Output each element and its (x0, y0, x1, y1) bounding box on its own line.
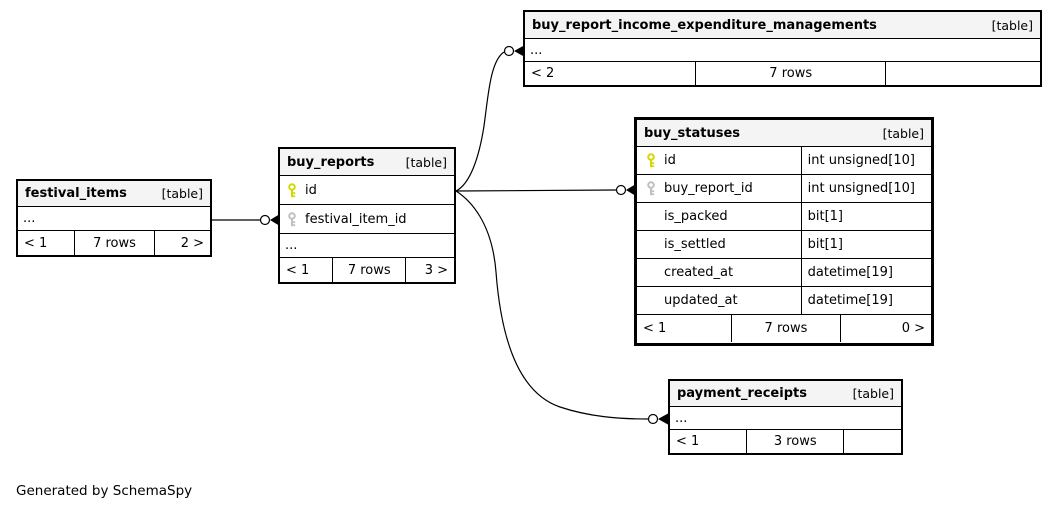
footer-children-cell (885, 62, 1040, 85)
column-name: id (305, 182, 317, 198)
more-columns-label: ... (23, 211, 36, 226)
footer-children-cell: 0 > (839, 315, 931, 342)
column-type: bit[1] (807, 237, 844, 252)
generated-by-note: Generated by SchemaSpy (16, 483, 193, 499)
table-name[interactable]: buy_report_income_expenditure_management… (532, 17, 877, 33)
footer-children-cell (843, 430, 901, 453)
table-footer: < 1 7 rows 2 > (18, 231, 210, 255)
footer-rowcount-cell: 3 rows (746, 430, 843, 453)
relationship-edge-festival-items-buy-reports (212, 214, 279, 226)
cardinality-circle-marker (615, 184, 627, 196)
more-columns-row: ... (525, 39, 1040, 62)
cardinality-arrow-marker (658, 413, 668, 425)
footer-children-cell: 2 > (154, 231, 210, 255)
footer-rowcount-cell: 7 rows (731, 315, 840, 342)
footer-parents-cell: < 2 (531, 66, 555, 81)
table-payment-receipts[interactable]: payment_receipts [table] ... < 1 3 rows (668, 379, 903, 455)
column-row-is-settled: is_settled bit[1] (637, 231, 931, 259)
cardinality-circle-marker (647, 413, 659, 425)
column-name: buy_report_id (664, 181, 753, 196)
table-header: festival_items [table] (18, 181, 210, 207)
table-footer: < 1 7 rows 3 > (280, 258, 454, 282)
more-columns-label: ... (285, 238, 298, 253)
footer-parents-cell: < 1 (643, 321, 667, 336)
column-row-id: id (280, 176, 454, 205)
table-buy-statuses[interactable]: buy_statuses [table] id int unsigned[10] (634, 117, 934, 346)
column-name: id (664, 153, 676, 168)
table-footer: < 2 7 rows (525, 62, 1040, 85)
column-name: is_settled (664, 237, 726, 252)
table-type-badge: [table] (852, 386, 894, 401)
column-type: datetime[19] (807, 265, 893, 280)
table-header: payment_receipts [table] (670, 381, 901, 407)
more-columns-row: ... (280, 234, 454, 258)
table-buy-reports[interactable]: buy_reports [table] id (278, 147, 456, 284)
cardinality-circle-marker (503, 45, 515, 57)
footer-parents-cell: < 1 (676, 434, 700, 449)
column-row-id: id int unsigned[10] (637, 147, 931, 175)
table-header: buy_statuses [table] (637, 120, 931, 147)
footer-rowcount-cell: 7 rows (73, 231, 155, 255)
footer-parents-cell: < 1 (286, 262, 310, 278)
table-footer: < 1 7 rows 0 > (637, 315, 931, 342)
column-type: datetime[19] (807, 293, 893, 308)
relationship-edge-buy-reports-buy-statuses (455, 184, 635, 196)
table-footer: < 1 3 rows (670, 430, 901, 453)
more-columns-label: ... (530, 42, 543, 58)
table-type-badge: [table] (405, 154, 447, 170)
table-name[interactable]: buy_reports (287, 154, 375, 170)
table-name[interactable]: festival_items (25, 186, 127, 201)
more-columns-label: ... (675, 410, 688, 426)
footer-rowcount-cell: 7 rows (694, 62, 886, 85)
column-row-is-packed: is_packed bit[1] (637, 203, 931, 231)
primary-key-icon (286, 182, 298, 198)
table-type-badge: [table] (161, 186, 203, 201)
column-type: bit[1] (807, 209, 844, 224)
more-columns-row: ... (18, 207, 210, 231)
relationship-edge-buy-reports-birem (455, 45, 524, 192)
table-festival-items[interactable]: festival_items [table] ... < 1 7 rows 2 … (16, 179, 212, 257)
foreign-key-icon (286, 211, 298, 227)
footer-children-cell: 3 > (405, 258, 454, 282)
table-type-badge: [table] (882, 125, 924, 141)
column-row-created-at: created_at datetime[19] (637, 259, 931, 287)
table-buy-report-income-expenditure-managements[interactable]: buy_report_income_expenditure_management… (523, 10, 1042, 87)
table-type-badge: [table] (991, 17, 1033, 33)
cardinality-circle-marker (259, 214, 271, 226)
footer-rowcount-cell: 7 rows (332, 258, 405, 282)
more-columns-row: ... (670, 407, 901, 430)
column-name: created_at (664, 265, 734, 280)
column-row-festival-item-id: festival_item_id (280, 205, 454, 234)
table-header: buy_report_income_expenditure_management… (525, 12, 1040, 39)
column-type: int unsigned[10] (807, 153, 915, 168)
table-name[interactable]: buy_statuses (644, 125, 741, 141)
foreign-key-icon (645, 181, 657, 196)
column-row-buy-report-id: buy_report_id int unsigned[10] (637, 175, 931, 203)
column-type: int unsigned[10] (807, 181, 915, 196)
table-header: buy_reports [table] (280, 149, 454, 176)
column-row-updated-at: updated_at datetime[19] (637, 287, 931, 315)
table-name[interactable]: payment_receipts (677, 386, 807, 401)
primary-key-icon (645, 153, 657, 168)
column-name: is_packed (664, 209, 728, 224)
column-name: updated_at (664, 293, 738, 308)
footer-parents-cell: < 1 (24, 235, 48, 251)
column-name: festival_item_id (305, 211, 407, 227)
